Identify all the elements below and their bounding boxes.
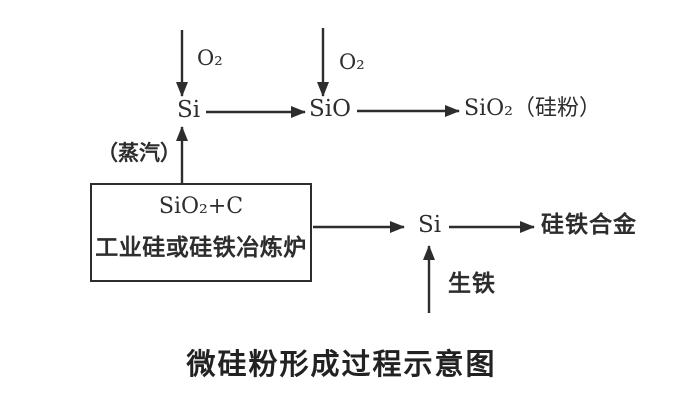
si-node-bottom: Si	[418, 212, 442, 238]
furnace-box: SiO₂+C 工业硅或硅铁冶炼炉	[90, 183, 312, 282]
sio2-product-node: SiO₂（硅粉）	[464, 96, 601, 121]
si-node-top: Si	[177, 97, 201, 123]
pig-iron-label: 生铁	[448, 270, 496, 296]
diagram-caption: 微硅粉形成过程示意图	[186, 349, 497, 381]
alloy-node: 硅铁合金	[541, 211, 637, 237]
furnace-reactants: SiO₂+C	[158, 194, 244, 219]
o2-label-left: O₂	[197, 46, 223, 70]
furnace-name: 工业硅或硅铁冶炼炉	[95, 234, 307, 260]
sio-node: SiO	[309, 96, 351, 122]
steam-label: （蒸汽）	[97, 142, 181, 165]
o2-label-right: O₂	[339, 50, 365, 74]
